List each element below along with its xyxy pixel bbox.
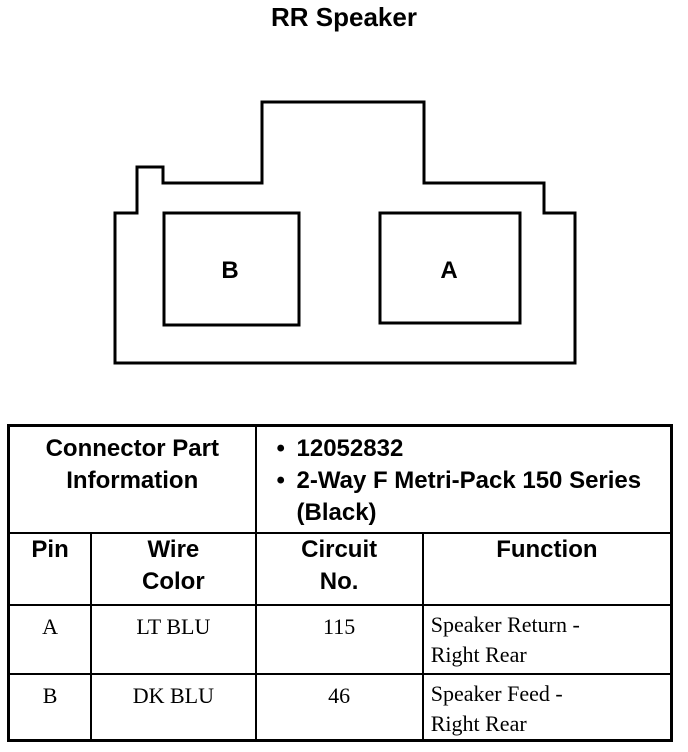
connector-info-table: Connector Part Information 12052832 2-Wa…: [7, 424, 673, 742]
row-b-circuit: 46: [254, 672, 424, 741]
circuit-header: Circuit No.: [254, 531, 424, 606]
connector-outline-diagram: B A: [113, 100, 577, 365]
pin-a-cavity: [378, 211, 522, 325]
wire-color-header: Wire Color: [90, 531, 257, 606]
pin-header: Pin: [7, 531, 93, 606]
part-info-label-line1: Connector Part: [45, 435, 219, 462]
pin-a-label: A: [440, 257, 457, 284]
table-row: B DK BLU 46 Speaker Feed - Right Rear: [7, 672, 673, 741]
row-b-wire-color: DK BLU: [90, 672, 257, 741]
part-info-value-cell: 12052832 2-Way F Metri-Pack 150 Series (…: [254, 424, 673, 534]
diagram-title: RR Speaker: [271, 2, 417, 32]
connector-housing: [113, 100, 577, 365]
column-header-row: Pin Wire Color Circuit No. Function: [7, 531, 673, 606]
row-a-function: Speaker Return - Right Rear: [421, 603, 673, 675]
table-row: A LT BLU 115 Speaker Return - Right Rear: [7, 603, 673, 675]
row-b-pin: B: [7, 672, 93, 741]
row-a-pin: A: [7, 603, 93, 675]
function-header: Function: [421, 531, 673, 606]
row-b-function: Speaker Feed - Right Rear: [421, 672, 673, 741]
connector-type: 2-Way F Metri-Pack 150 Series (Black): [276, 465, 670, 529]
row-a-wire-color: LT BLU: [90, 603, 257, 675]
part-info-label-line2: Information: [66, 467, 199, 494]
row-a-circuit: 115: [254, 603, 424, 675]
part-info-row: Connector Part Information 12052832 2-Wa…: [7, 424, 673, 534]
pin-b-cavity: [162, 211, 301, 327]
part-number: 12052832: [276, 433, 670, 465]
pin-b-label: B: [221, 257, 238, 284]
part-info-label-cell: Connector Part Information: [7, 424, 257, 534]
